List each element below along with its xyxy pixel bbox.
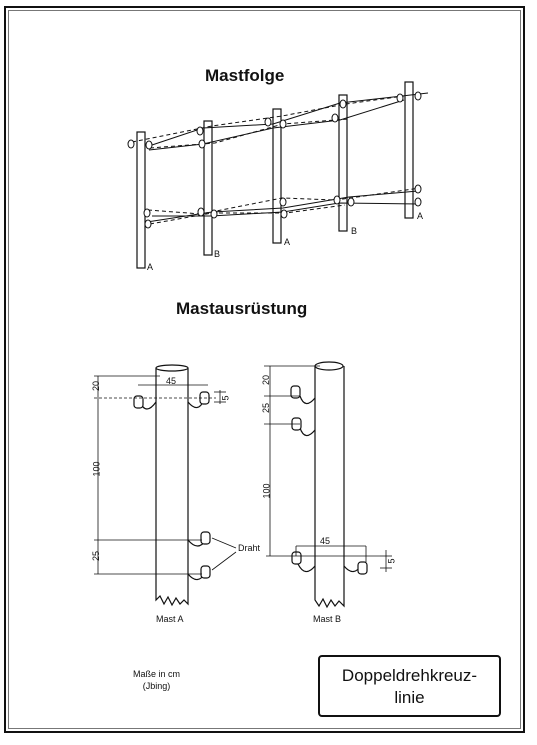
dim-a-bottom: 25 [91, 550, 102, 562]
units-note-line2: (Jbing) [142, 681, 171, 691]
dim-a-spacing: 45 [166, 376, 177, 386]
mast-b-label: Mast B [313, 614, 342, 624]
title-mastausruestung: Mastausrüstung [176, 299, 308, 318]
draht-label: Draht [238, 543, 261, 553]
pole-4 [338, 94, 348, 232]
dim-b-offset: 5 [386, 558, 397, 564]
units-note: Maße in cm (Jbing) [133, 668, 180, 692]
title-mastfolge: Mastfolge [205, 66, 285, 85]
mast-a-label: Mast A [156, 614, 184, 624]
pole-5 [404, 81, 414, 219]
stamp-line1: Doppeldrehkreuz- [341, 666, 478, 685]
mast-label-1: A [147, 262, 154, 272]
mast-label-3: A [284, 237, 291, 247]
mast-label-4: B [351, 226, 358, 236]
mast-label-2: B [214, 249, 221, 259]
units-note-line1: Maße in cm [133, 669, 181, 679]
title-stamp: Doppeldrehkreuz- linie [318, 655, 501, 717]
dim-a-middle: 100 [91, 461, 102, 477]
mast-a-pole [155, 368, 189, 607]
pole-1 [136, 131, 146, 269]
mast-b-pole [314, 366, 345, 609]
pole-3 [272, 108, 282, 244]
inner-frame [8, 10, 521, 729]
mast-label-5: A [417, 211, 424, 221]
dim-b-spacing: 45 [320, 536, 331, 546]
dim-b-middle: 100 [261, 483, 272, 499]
dim-a-top: 20 [91, 380, 102, 392]
dim-b-top: 20 [261, 374, 272, 386]
pole-2 [203, 120, 213, 256]
dim-b-second: 25 [261, 402, 272, 414]
stamp-line2: linie [394, 688, 425, 707]
dim-a-offset: 5 [220, 395, 231, 401]
outer-frame [4, 6, 525, 733]
